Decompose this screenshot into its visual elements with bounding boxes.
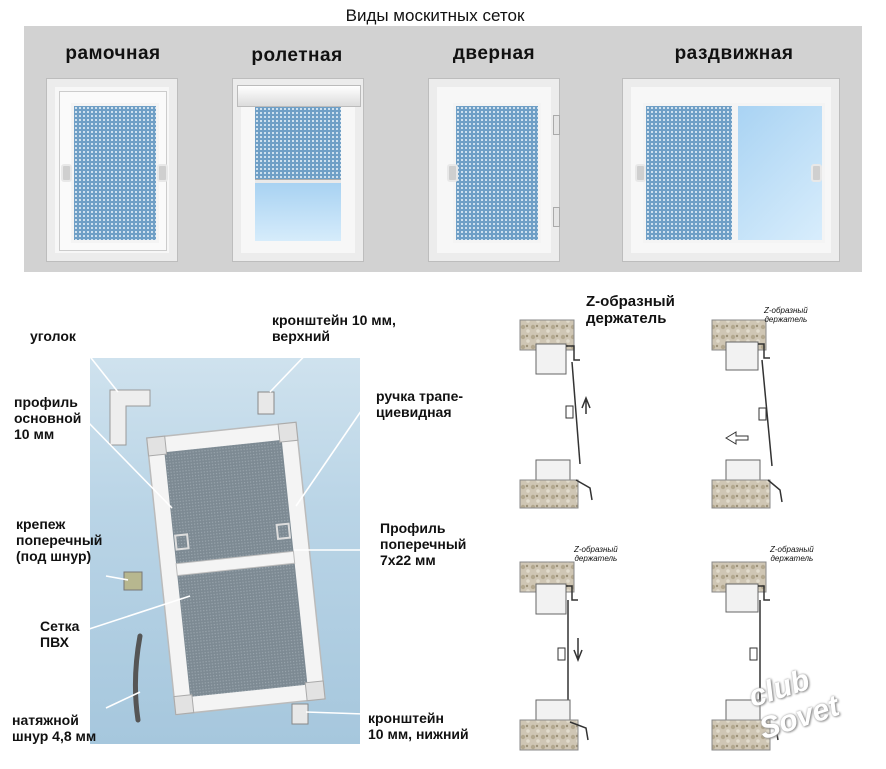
- holder-step-2: [711, 319, 783, 509]
- bracket-bottom: [291, 703, 309, 725]
- mesh-screen: [453, 103, 541, 243]
- mesh-frame: [145, 421, 326, 716]
- label-corner: уголок: [30, 328, 76, 344]
- mesh-screen: [643, 103, 735, 243]
- window-roller-type: [232, 78, 364, 262]
- label-bracket-top: кронштейн 10 мм,верхний: [272, 312, 396, 344]
- roller-cassette: [237, 85, 361, 107]
- page-title: Виды москитных сеток: [345, 6, 525, 25]
- door-handle: [447, 164, 458, 182]
- frame-kit-diagram: [79, 343, 376, 725]
- mesh-screen: [71, 103, 159, 243]
- mosquito-net-types-panel: рамочная ролетная дверная раздвижная: [24, 26, 862, 272]
- window-sliding-type: [622, 78, 840, 262]
- cross-fastener: [123, 571, 143, 591]
- type-label-roller: ролетная: [251, 45, 343, 66]
- type-label-sliding: раздвижная: [674, 43, 794, 64]
- holder-step-1: [519, 319, 593, 509]
- screen-handle-right: [157, 164, 168, 182]
- screen-handle-left: [61, 164, 72, 182]
- window-glass: [255, 183, 341, 241]
- type-label-door: дверная: [452, 43, 536, 64]
- callout-lines: [79, 343, 376, 715]
- roller-bar: [255, 179, 341, 184]
- holder-step-4: [711, 561, 779, 751]
- corner-piece: [109, 389, 151, 446]
- type-label-frame: рамочная: [65, 43, 161, 64]
- sliding-handle-left: [635, 164, 646, 182]
- window-frame-type: [46, 78, 178, 262]
- sliding-handle-right: [811, 164, 822, 182]
- door-hinge-bottom: [553, 207, 560, 227]
- mesh-screen: [255, 107, 341, 179]
- tension-cord: [132, 633, 143, 723]
- window-glass: [735, 103, 825, 243]
- door-hinge-top: [553, 115, 560, 135]
- holder-step-3: [519, 561, 589, 751]
- z-holder-diagrams: [519, 319, 783, 751]
- label-handle: ручка трапе-циевидная: [376, 388, 464, 420]
- window-door-type: [428, 78, 560, 262]
- bracket-top: [257, 391, 275, 415]
